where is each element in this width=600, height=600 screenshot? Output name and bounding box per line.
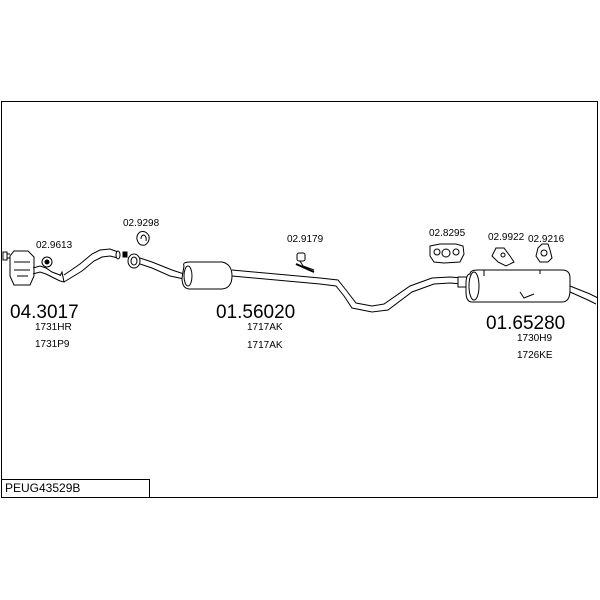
- group-number: 01.65280: [486, 313, 565, 334]
- hanger-02-9216[interactable]: [535, 243, 553, 263]
- part-label: 02.9298: [123, 218, 160, 229]
- hanger-02-9179[interactable]: [295, 252, 315, 273]
- reference-number: PEUG43529B: [5, 481, 81, 495]
- catalytic-converter[interactable]: [2, 248, 121, 286]
- clamp-02-8295[interactable]: [429, 243, 465, 264]
- part-label: 02.8295: [429, 228, 466, 239]
- oe-number: 1731P9: [35, 339, 70, 350]
- rear-silencer[interactable]: [457, 269, 599, 305]
- part-label: 02.9179: [287, 234, 324, 245]
- part-label: 02.9613: [36, 240, 73, 251]
- part-label: 02.9922: [488, 232, 525, 243]
- diagram-frame: [1, 101, 598, 498]
- oe-number: 1731HR: [35, 322, 72, 333]
- gasket-02-9298[interactable]: [136, 231, 150, 246]
- group-number: 01.56020: [216, 302, 295, 323]
- oe-number: 1726KE: [517, 350, 553, 361]
- bracket-02-9922[interactable]: [491, 247, 515, 267]
- centre-silencer-section[interactable]: [139, 257, 463, 313]
- oe-number: 1717AK: [247, 340, 283, 351]
- group-number: 04.3017: [10, 302, 79, 323]
- reference-number-box: PEUG43529B: [1, 479, 150, 498]
- joint-pieces[interactable]: [122, 251, 141, 269]
- oe-number: 1730H9: [517, 333, 552, 344]
- clamp-02-9613[interactable]: [41, 256, 53, 268]
- oe-number: 1717AK: [247, 322, 283, 333]
- part-label: 02.9216: [528, 234, 565, 245]
